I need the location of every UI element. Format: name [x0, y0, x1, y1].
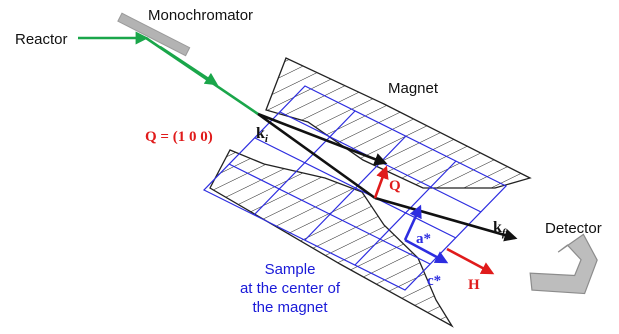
magnet-label: Magnet: [388, 80, 439, 97]
reactor-label: Reactor: [15, 31, 68, 48]
reciprocal-vectors: [403, 204, 449, 264]
c-star-label: c*: [427, 273, 441, 289]
magnet-lower-pole: [209, 149, 454, 328]
ki-label: ki: [256, 125, 269, 145]
magnet-upper-pole: [265, 57, 532, 189]
q-equation-label: Q = (1 0 0): [145, 129, 213, 145]
sample-caption-line1: Sample: [265, 261, 316, 278]
wave-vectors: [257, 112, 518, 242]
q-vector-label: Q: [389, 178, 401, 194]
kf-label: kf: [493, 219, 507, 239]
sample-caption: Sample at the center of the magnet: [240, 261, 341, 316]
h-vector-label: H: [468, 277, 480, 293]
detector: [529, 233, 598, 295]
sample-caption-line3: the magnet: [252, 299, 328, 316]
monochromator-crystal: [117, 12, 191, 57]
h-field-vector: [446, 247, 495, 275]
a-star-label: a*: [416, 231, 431, 247]
sample-caption-line2: at the center of: [240, 280, 341, 297]
detector-label: Detector: [545, 220, 602, 237]
q-vector: [373, 165, 389, 199]
incident-beam: [78, 31, 259, 116]
monochromator-label: Monochromator: [148, 7, 253, 24]
